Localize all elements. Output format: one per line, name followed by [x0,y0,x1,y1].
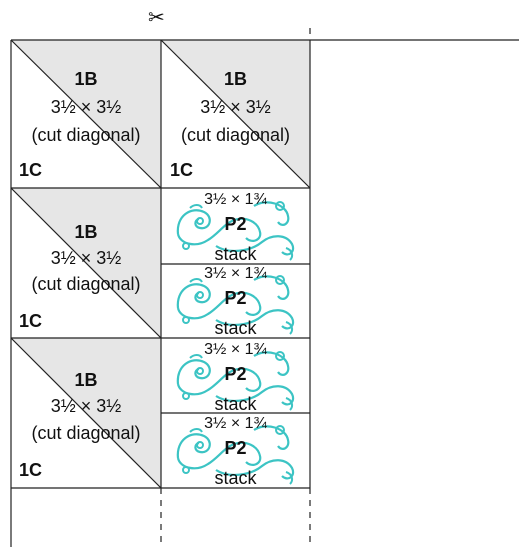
fabric-id: 1B [223,69,247,89]
corner-fabric-id: 1C [170,160,194,180]
stack-note: stack [214,244,257,264]
piece-size: 3½ × 3½ [50,396,122,416]
diagonal-cut-line [160,39,311,189]
piece-size: 3½ × 1¾ [204,415,267,432]
fabric-id: P2 [224,438,247,458]
fabric-id: P2 [224,214,247,234]
fabric-id: 1B [74,370,98,390]
piece-size: 3½ × 1¾ [204,191,267,208]
triangle-blocks-layer [10,39,311,489]
fabric-id: 1B [74,69,98,89]
diagonal-cut-line [10,187,162,339]
piece-size: 3½ × 1¾ [204,341,267,358]
fabric-id: 1B [74,222,98,242]
fabric-id: P2 [224,364,247,384]
piece-size: 3½ × 3½ [50,248,122,268]
diagonal-cut-line [10,39,162,189]
cut-note: (cut diagonal) [180,125,291,145]
diagonal-cut-line [10,337,162,489]
piece-size: 3½ × 1¾ [204,265,267,282]
scissors-icon: ✂ [148,7,165,29]
corner-fabric-id: 1C [19,160,43,180]
piece-size: 3½ × 3½ [50,97,122,117]
corner-fabric-id: 1C [19,311,43,331]
dashed-cut-guides [160,28,311,547]
cut-note: (cut diagonal) [31,274,141,294]
cut-note: (cut diagonal) [31,423,141,443]
stack-note: stack [214,468,257,488]
fabric-id: P2 [224,288,247,308]
cut-note: (cut diagonal) [31,125,141,145]
corner-fabric-id: 1C [19,460,43,480]
stack-note: stack [214,394,257,414]
piece-size: 3½ × 3½ [200,97,271,117]
grid-lines [10,39,519,547]
stack-note: stack [214,318,257,338]
